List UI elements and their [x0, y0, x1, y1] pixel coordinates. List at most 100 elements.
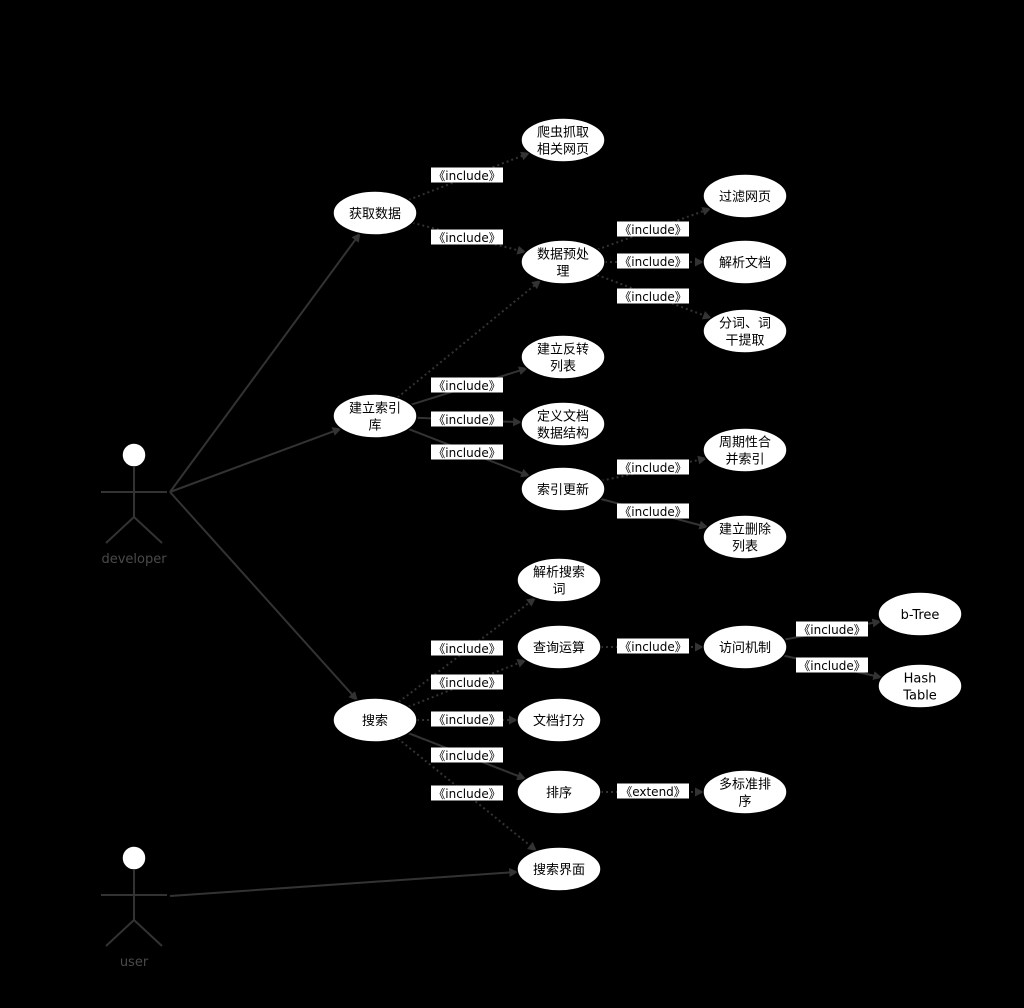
use-case-uc_search[interactable]: 搜索 — [332, 697, 418, 743]
use-case-ellipse — [520, 401, 606, 447]
use-case-label: 搜索界面 — [533, 863, 585, 878]
relation-label-bg — [617, 288, 689, 304]
relation-label-bg — [431, 444, 503, 460]
use-case-ellipse — [516, 846, 602, 892]
association-developer-uc_search — [169, 491, 358, 701]
relation-label: 《include》 — [431, 747, 503, 763]
use-case-uc_query_op[interactable]: 查询运算 — [516, 624, 602, 670]
relation-label-text: 《include》 — [433, 787, 500, 801]
relation-label: 《include》 — [431, 167, 503, 183]
relation-uc_search-uc_sort — [408, 732, 527, 781]
relation-label-text: 《include》 — [619, 461, 686, 475]
relation-label-bg — [617, 783, 689, 799]
relation-label: 《include》 — [431, 674, 503, 690]
relation-label: 《include》 — [617, 459, 689, 475]
use-case-label: 词 — [552, 583, 565, 598]
use-case-label: 建立删除 — [719, 523, 771, 538]
use-case-label: 序 — [738, 795, 751, 810]
use-case-ellipse — [702, 173, 788, 219]
use-case-uc_index_update[interactable]: 索引更新 — [520, 466, 606, 512]
relation-label-bg — [431, 229, 503, 245]
association-developer-uc_build_index — [169, 427, 342, 493]
use-case-uc_search_ui[interactable]: 搜索界面 — [516, 846, 602, 892]
relation-label: 《include》 — [431, 411, 503, 427]
relation-label: 《include》 — [431, 377, 503, 393]
relation-label-bg — [431, 711, 503, 727]
relation-label-text: 《extend》 — [620, 785, 686, 799]
use-case-label: 并索引 — [725, 453, 764, 468]
relation-label-bg — [617, 459, 689, 475]
use-case-label: 干提取 — [725, 333, 764, 349]
relation-label: 《include》 — [796, 621, 868, 637]
relation-label-bg — [617, 503, 689, 519]
use-case-uc_scoring[interactable]: 文档打分 — [516, 697, 602, 743]
use-case-label: 解析文档 — [719, 256, 771, 271]
actor-head — [121, 442, 147, 468]
relation-label-text: 《include》 — [619, 505, 686, 519]
use-case-ellipse — [516, 697, 602, 743]
relation-label-bg — [431, 674, 503, 690]
relation-label-text: 《include》 — [433, 749, 500, 763]
actor-label: user — [120, 955, 149, 970]
actor-user[interactable]: user — [101, 845, 167, 970]
use-case-label: 多标准排 — [719, 777, 771, 793]
use-case-label: 过滤网页 — [719, 190, 771, 205]
use-case-label: 排序 — [546, 786, 572, 801]
relation-label-bg — [617, 221, 689, 237]
relation-uc_search-uc_query_op — [408, 659, 527, 708]
relation-label: 《include》 — [431, 711, 503, 727]
use-case-uc_sort[interactable]: 排序 — [516, 769, 602, 815]
relation-label-text: 《include》 — [433, 231, 500, 245]
relation-label-text: 《include》 — [433, 379, 500, 393]
use-case-label: Hash — [904, 672, 937, 687]
relation-label-text: 《include》 — [619, 640, 686, 654]
relation-label-bg — [796, 621, 868, 637]
actor-developer[interactable]: developer — [101, 442, 167, 567]
use-case-uc_parse_doc[interactable]: 解析文档 — [702, 239, 788, 285]
relation-label-bg — [796, 657, 868, 673]
use-case-label: 理 — [556, 265, 569, 280]
actor-layer: developer user — [101, 442, 167, 970]
relation-label: 《include》 — [431, 444, 503, 460]
relation-label-text: 《include》 — [433, 413, 500, 427]
use-case-label: Table — [902, 689, 937, 704]
use-case-ellipse — [702, 308, 788, 354]
relation-label-text: 《include》 — [619, 255, 686, 269]
relation-label-bg — [431, 167, 503, 183]
use-case-uc_filter[interactable]: 过滤网页 — [702, 173, 788, 219]
relation-label-text: 《include》 — [619, 290, 686, 304]
actor-left-leg — [105, 919, 135, 947]
use-case-uc_access[interactable]: 访问机制 — [702, 624, 788, 670]
use-case-label: 数据结构 — [537, 427, 589, 442]
use-case-uc_btree[interactable]: b-Tree — [877, 591, 963, 637]
relation-label-text: 《include》 — [433, 169, 500, 183]
relation-label-bg — [431, 377, 503, 393]
relation-label-bg — [431, 640, 503, 656]
use-case-ellipse — [520, 117, 606, 163]
use-case-label: 相关网页 — [537, 143, 589, 158]
use-case-label: 查询运算 — [533, 641, 585, 656]
use-case-uc_fetch[interactable]: 获取数据 — [332, 190, 418, 236]
actor-label: developer — [101, 552, 167, 567]
use-case-label: 文档打分 — [533, 714, 585, 729]
relation-label-bg — [431, 785, 503, 801]
use-case-ellipse — [702, 239, 788, 285]
relation-uc_fetch-uc_crawl — [408, 151, 531, 201]
use-case-ellipse — [702, 624, 788, 670]
use-case-ellipse — [702, 427, 788, 473]
use-case-label: 建立反转 — [537, 343, 589, 358]
actor-head — [121, 845, 147, 871]
